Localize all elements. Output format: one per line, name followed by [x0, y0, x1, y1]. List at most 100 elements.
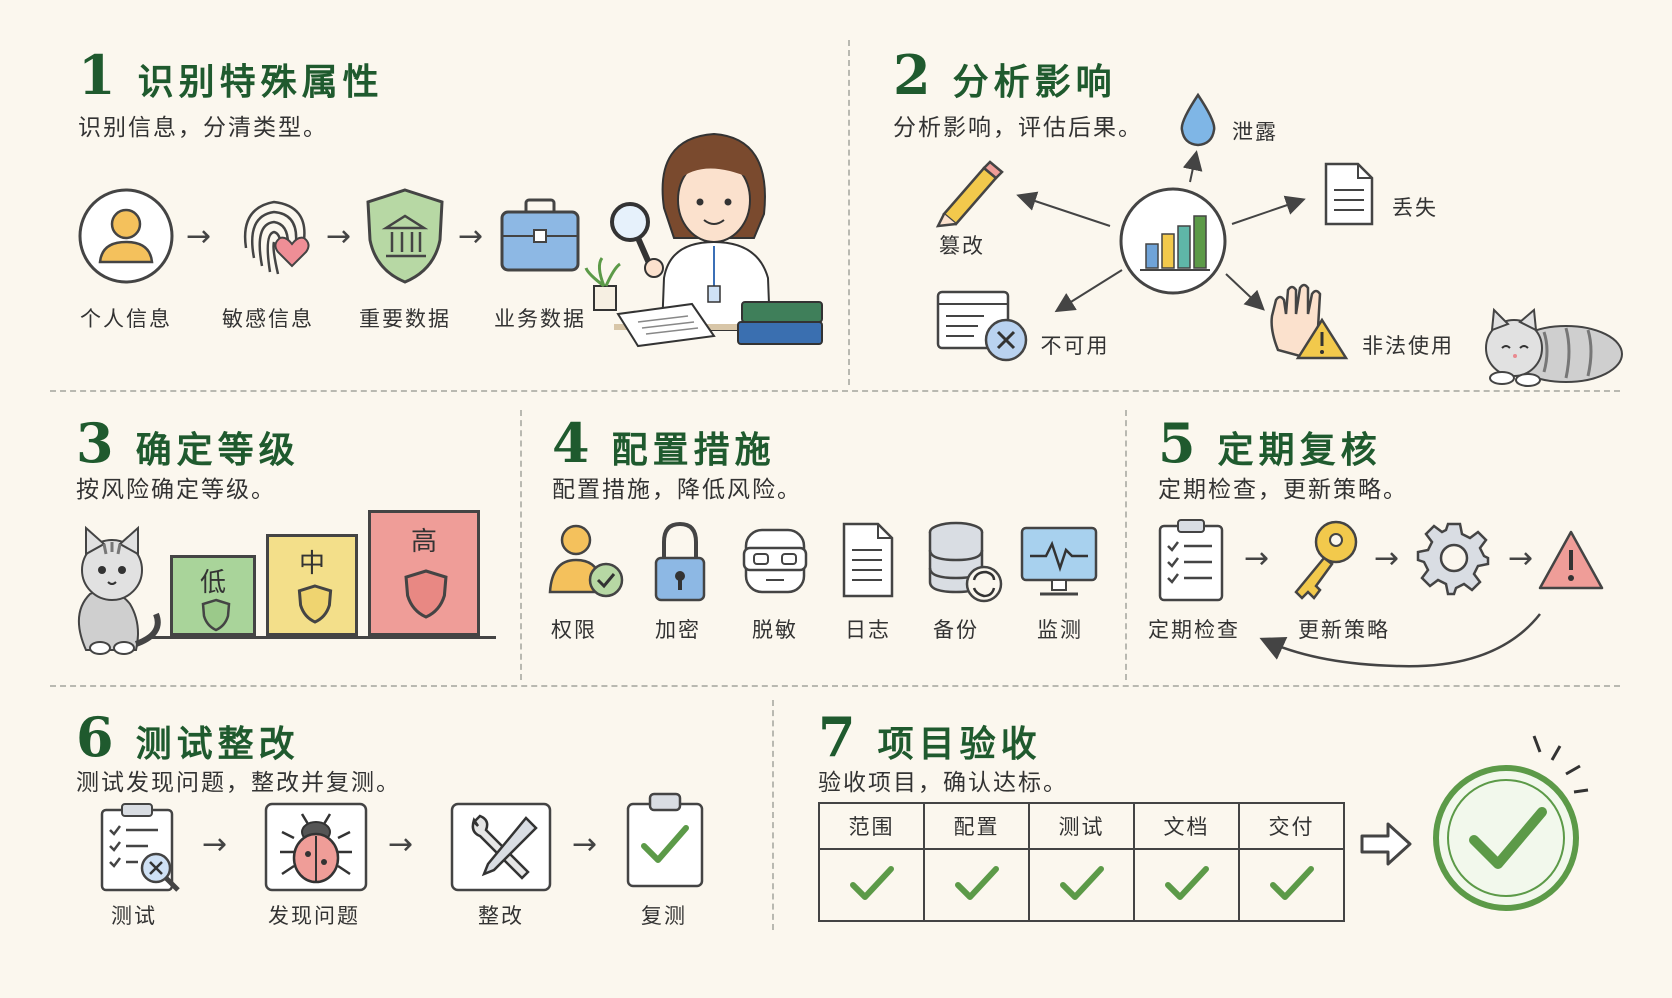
window-error-icon [936, 290, 1028, 362]
mask-icon [742, 528, 808, 594]
item-label: 敏感信息 [222, 307, 314, 331]
section-number: 3 [76, 411, 114, 475]
pencil-icon [935, 160, 1004, 228]
arrow-right-icon: → [458, 219, 484, 254]
approved-check-circle-icon [1433, 735, 1589, 911]
tools-icon [450, 802, 552, 892]
impact-arrows [1016, 150, 1306, 313]
step-label: 发现问题 [268, 904, 360, 928]
table-row [818, 848, 1345, 922]
item-label: 个人信息 [80, 307, 172, 331]
check-icon [1269, 866, 1314, 900]
section-title: 确定等级 [135, 430, 300, 471]
section-title: 分析影响 [952, 62, 1117, 103]
water-drop-icon [1180, 92, 1216, 147]
section-desc: 分析影响，评估后果。 [893, 115, 1143, 141]
briefcase-icon [500, 198, 580, 272]
measure-label: 监测 [1037, 618, 1083, 642]
impact-label: 篡改 [939, 234, 985, 258]
section-7-heading: 7 项目验收 [818, 710, 1042, 764]
arrow-right-icon: → [388, 827, 414, 862]
measure-label: 加密 [655, 618, 701, 642]
woman-magnifier-illustration [584, 132, 823, 348]
divider-row1 [50, 390, 1620, 392]
clipboard-search-icon [100, 803, 180, 892]
table-cell [818, 848, 925, 922]
table-header-cell: 交付 [1238, 802, 1345, 850]
arrow-right-icon: → [572, 827, 598, 862]
section-number: 4 [552, 411, 590, 475]
shield-bank-icon [366, 188, 444, 284]
shield-icon [297, 584, 333, 624]
step-label: 复测 [641, 904, 687, 928]
section-desc: 配置措施，降低风险。 [552, 477, 802, 503]
bar-chart-icon [1119, 187, 1227, 295]
section-number: 6 [76, 705, 114, 769]
loop-arrow [1259, 613, 1541, 668]
table-header-row: 范围 配置 测试 文档 交付 [818, 802, 1345, 850]
section-desc: 定期检查，更新策略。 [1158, 477, 1408, 503]
checklist-icon [1158, 519, 1224, 602]
section-number: 5 [1158, 411, 1196, 475]
table-header-cell: 文档 [1133, 802, 1240, 850]
divider-row2 [50, 685, 1620, 687]
section-1-heading: 1 识别特殊属性 [78, 48, 384, 102]
arrow-right-icon: → [186, 219, 212, 254]
step-label: 测试 [111, 904, 157, 928]
level-high: 高 [368, 510, 480, 636]
user-check-icon [548, 524, 624, 598]
step-label: 整改 [478, 904, 524, 928]
section-desc: 测试发现问题，整改并复测。 [76, 770, 401, 796]
section-title: 项目验收 [877, 724, 1042, 765]
section-number: 7 [818, 705, 856, 769]
clipboard-check-icon [626, 792, 704, 888]
section-desc: 按风险确定等级。 [76, 477, 276, 503]
arrow-right-icon: → [326, 219, 352, 254]
item-label: 重要数据 [359, 307, 451, 331]
section-title: 识别特殊属性 [137, 62, 384, 103]
review-label: 定期检查 [1148, 618, 1240, 642]
table-header-cell: 配置 [923, 802, 1030, 850]
fingerprint-icon [243, 200, 310, 275]
measure-label: 日志 [845, 618, 891, 642]
section-6-heading: 6 测试整改 [76, 710, 300, 764]
section-title: 定期复核 [1217, 430, 1382, 471]
log-icon [842, 522, 894, 598]
person-icon [78, 188, 174, 284]
level-low: 低 [170, 555, 256, 636]
check-icon [1164, 866, 1209, 900]
monitor-icon [1020, 526, 1098, 596]
warning-icon [1538, 530, 1604, 590]
measure-label: 备份 [933, 618, 979, 642]
measure-label: 脱敏 [752, 618, 798, 642]
arrow-right-icon: → [1374, 541, 1400, 576]
cat-sitting-illustration [78, 525, 161, 655]
review-label: 更新策略 [1298, 618, 1390, 642]
section-title: 配置措施 [611, 430, 776, 471]
measure-label: 权限 [551, 618, 597, 642]
arrow-right-icon: → [1244, 541, 1270, 576]
level-baseline [150, 636, 496, 639]
impact-label: 不可用 [1040, 334, 1110, 358]
arrow-right-icon: → [202, 827, 228, 862]
section-5-heading: 5 定期复核 [1158, 416, 1382, 470]
section-4-heading: 4 配置措施 [552, 416, 776, 470]
section-desc: 识别信息，分清类型。 [78, 115, 328, 141]
shield-icon [201, 598, 231, 632]
divider-s4-s5 [1125, 410, 1127, 680]
impact-label: 丢失 [1392, 196, 1438, 220]
bug-icon [264, 802, 368, 892]
impact-label: 泄露 [1232, 120, 1278, 144]
section-2-heading: 2 分析影响 [893, 48, 1117, 102]
level-medium: 中 [266, 534, 358, 636]
check-icon [849, 866, 894, 900]
section-3-heading: 3 确定等级 [76, 416, 300, 470]
level-label: 高 [410, 527, 437, 557]
shield-icon [404, 569, 448, 619]
gear-icon [1416, 522, 1490, 596]
section-title: 测试整改 [135, 724, 300, 765]
hand-warning-icon [1270, 283, 1349, 360]
divider-s3-s4 [520, 410, 522, 680]
table-header-cell: 测试 [1028, 802, 1135, 850]
section-desc: 验收项目，确认达标。 [818, 770, 1068, 796]
